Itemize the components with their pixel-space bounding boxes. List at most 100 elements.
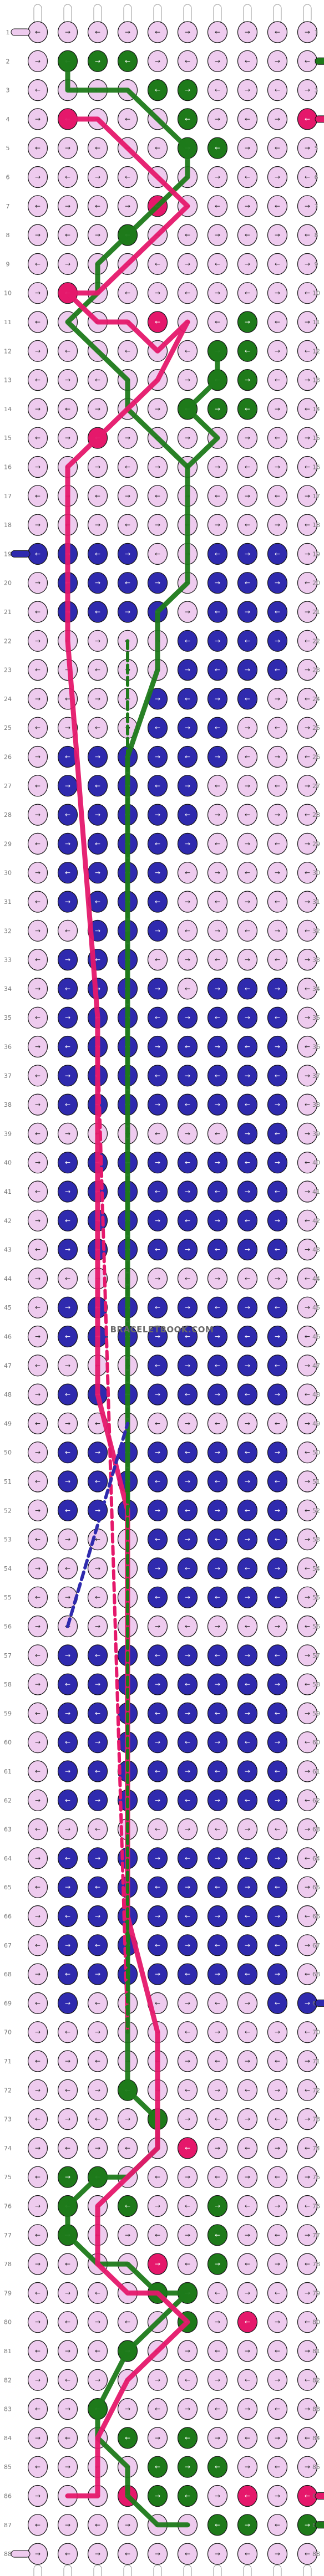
knot-shape	[57, 862, 78, 884]
knot-arrow-icon: →	[185, 1652, 190, 1659]
knot: ←	[87, 2340, 108, 2362]
knot-shape	[117, 572, 138, 594]
knot-arrow-icon: ←	[275, 1478, 280, 1485]
knot: ←	[57, 2021, 78, 2043]
knot-shape	[237, 630, 258, 652]
knot-arrow-icon: ←	[35, 1709, 40, 1717]
knot-arrow-icon: →	[185, 2347, 190, 2355]
knot-arrow-icon: ←	[245, 1101, 250, 1108]
knot-arrow-icon: ←	[95, 1999, 100, 2007]
knot-shape	[177, 50, 198, 72]
knot: ←	[237, 1731, 258, 1754]
knot: →	[237, 1122, 258, 1145]
knot-shape	[147, 1731, 168, 1754]
row-number-right: 68	[312, 1971, 320, 1978]
thread-top	[303, 4, 312, 24]
knot-arrow-icon: →	[35, 1101, 40, 1108]
knot-arrow-icon: ←	[65, 1913, 70, 1920]
knot-arrow-icon: ←	[35, 376, 40, 384]
knot: ←	[267, 1180, 288, 1203]
knot-arrow-icon: ←	[215, 1072, 220, 1080]
knot-shape	[27, 50, 48, 72]
knot: →	[117, 21, 138, 43]
knot: ←	[237, 2137, 258, 2159]
knot-arrow-icon: ←	[185, 1623, 190, 1631]
knot-arrow-icon: →	[305, 1014, 310, 1021]
knot-arrow-icon: ←	[275, 1188, 280, 1195]
row-number-left: 39	[4, 1130, 12, 1137]
knot-arrow-icon: ←	[35, 1362, 40, 1369]
knot: →	[207, 688, 228, 710]
knot-shape	[297, 2543, 318, 2565]
knot-shape	[27, 2427, 48, 2449]
knot-arrow-icon: →	[65, 2405, 70, 2413]
knot-arrow-icon: →	[155, 2434, 160, 2442]
knot-shape	[87, 398, 108, 420]
row-number-right: 66	[312, 1913, 320, 1920]
knot-shape	[177, 1152, 198, 1174]
knot-arrow-icon: ←	[215, 2405, 220, 2413]
knot-shape	[147, 1442, 168, 1464]
knot-arrow-icon: →	[185, 2405, 190, 2413]
knot-shape	[27, 1122, 48, 1145]
knot-arrow-icon: →	[305, 956, 310, 964]
knot-shape	[237, 978, 258, 1000]
knot-shape	[57, 137, 78, 159]
knot-shape	[27, 1239, 48, 1261]
knot-shape	[237, 166, 258, 188]
knot: →	[177, 2340, 198, 2362]
knot-shape	[237, 1383, 258, 1405]
knot-shape	[267, 224, 288, 246]
knot-shape	[27, 108, 48, 130]
knot-arrow-icon: ←	[245, 1854, 250, 1862]
knot-arrow-icon: ←	[155, 782, 160, 790]
knot: →	[147, 2543, 168, 2565]
knot-arrow-icon: ←	[215, 318, 220, 326]
knot-shape	[117, 514, 138, 536]
knot-arrow-icon: →	[155, 1506, 160, 1514]
knot-arrow-icon: ←	[65, 985, 70, 993]
thread-bottom	[303, 2564, 312, 2576]
knot: ←	[147, 79, 168, 101]
knot: →	[177, 1355, 198, 1377]
knot-arrow-icon: ←	[35, 1188, 40, 1195]
knot-shape	[267, 2369, 288, 2391]
knot: →	[267, 2427, 288, 2449]
knot-shape	[147, 2195, 168, 2217]
knot-arrow-icon: ←	[95, 2289, 100, 2297]
knot: ←	[297, 1789, 318, 1811]
knot-arrow-icon: ←	[245, 115, 250, 123]
knot-arrow-icon: ←	[185, 811, 190, 819]
knot: →	[237, 1644, 258, 1667]
knot: →	[237, 1876, 258, 1898]
knot-arrow-icon: →	[155, 1680, 160, 1688]
knot-arrow-icon: ←	[155, 492, 160, 500]
row-number-right: 31	[312, 898, 320, 906]
knot: ←	[27, 2050, 48, 2072]
knot: ←	[297, 1673, 318, 1695]
knot-shape	[237, 195, 258, 217]
knot: →	[147, 1905, 168, 1928]
knot: ←	[177, 804, 198, 826]
knot-shape	[297, 1789, 318, 1811]
knot: →	[57, 1586, 78, 1608]
knot-arrow-icon: →	[95, 1623, 100, 1631]
knot-shape	[297, 1065, 318, 1087]
knot: ←	[147, 2398, 168, 2420]
knot-shape	[207, 2340, 228, 2362]
knot: →	[87, 2079, 108, 2101]
knot-shape	[177, 1702, 198, 1724]
row-number-left: 71	[4, 2058, 12, 2065]
knot-shape	[27, 1934, 48, 1956]
knot: →	[267, 1499, 288, 1521]
knot: →	[207, 1499, 228, 1521]
knot: →	[267, 2485, 288, 2507]
knot-arrow-icon: ←	[65, 231, 70, 239]
knot-arrow-icon: ←	[245, 695, 250, 703]
knot-shape	[87, 2050, 108, 2072]
knot: →	[207, 50, 228, 72]
knot: →	[57, 891, 78, 913]
knot-shape	[237, 2427, 258, 2449]
knot-shape	[237, 21, 258, 43]
knot: →	[237, 2050, 258, 2072]
